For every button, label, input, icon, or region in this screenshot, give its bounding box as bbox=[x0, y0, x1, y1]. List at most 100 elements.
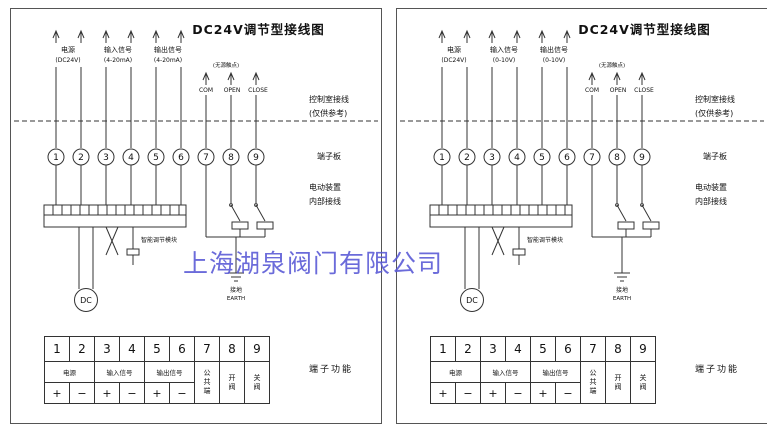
table-number-cell: 9 bbox=[244, 336, 270, 362]
table-close-cell: 关 阀 bbox=[244, 361, 270, 404]
table-row-functions: 电源 输入信号 输出信号 公 共 端 开 阀 关 阀 bbox=[430, 361, 656, 404]
device-note: 电动装置 内部接线 bbox=[695, 181, 727, 208]
table-number-cell: 3 bbox=[480, 336, 506, 362]
control-room-line1: 控制室接线 bbox=[695, 95, 735, 104]
terminal-number: 3 bbox=[489, 153, 495, 163]
table-power-cell: 电源 bbox=[430, 361, 481, 383]
earth-cn-label: 接地 bbox=[230, 286, 242, 294]
table-row-numbers: 1 2 3 4 5 6 7 8 9 bbox=[44, 336, 270, 362]
table-close-cell: 关 阀 bbox=[630, 361, 656, 404]
table-number-cell: 7 bbox=[580, 336, 606, 362]
table-row-polarity: + − + − + − bbox=[44, 382, 270, 404]
feedback-wires bbox=[491, 226, 526, 265]
table-number-cell: 2 bbox=[455, 336, 481, 362]
table-number-cell: 5 bbox=[144, 336, 170, 362]
table-polarity-cell: + bbox=[480, 382, 506, 404]
wiring-diagram: 电源 (DC24V) 输入信号 (0-10V) 输出信号 (0-10V) (无源… bbox=[400, 29, 764, 312]
power-label: 电源 bbox=[61, 45, 75, 54]
limit-switches bbox=[205, 165, 274, 238]
input-signal-label: 输入信号 bbox=[104, 45, 132, 54]
terminal-number: 4 bbox=[128, 153, 134, 163]
terminal-number: 2 bbox=[464, 153, 470, 163]
table-number-cell: 7 bbox=[194, 336, 220, 362]
input-range-label: (4-20mA) bbox=[104, 57, 132, 64]
input-signal-label: 输入信号 bbox=[490, 45, 518, 54]
dc-label: DC bbox=[80, 296, 92, 305]
control-module bbox=[43, 204, 187, 228]
table-output-cell: 输出信号 bbox=[144, 361, 195, 383]
table-open-cell: 开 阀 bbox=[605, 361, 631, 404]
table-number-cell: 1 bbox=[430, 336, 456, 362]
control-room-wires bbox=[55, 67, 257, 148]
terminal-number: 1 bbox=[439, 153, 445, 163]
table-number-cell: 5 bbox=[530, 336, 556, 362]
table-number-cell: 8 bbox=[605, 336, 631, 362]
table-power-cell: 电源 bbox=[44, 361, 95, 383]
table-polarity-cell: − bbox=[505, 382, 531, 404]
ground-symbol bbox=[228, 237, 244, 282]
control-room-line2: (仅供参考) bbox=[695, 108, 734, 118]
control-room-line1: 控制室接线 bbox=[309, 95, 349, 104]
table-number-cell: 4 bbox=[505, 336, 531, 362]
page-title: DC24V调节型接线图 bbox=[192, 22, 325, 37]
dc-label: DC bbox=[466, 296, 478, 305]
terminal-number: 7 bbox=[589, 153, 595, 163]
terminal-number: 5 bbox=[539, 153, 545, 163]
table-polarity-cell: − bbox=[169, 382, 195, 404]
output-range-label: (0-10V) bbox=[543, 57, 565, 64]
device-note: 电动装置 内部接线 bbox=[309, 181, 341, 208]
up-arrow-icons bbox=[438, 29, 646, 85]
table-number-cell: 1 bbox=[44, 336, 70, 362]
ground-symbol bbox=[614, 237, 630, 282]
earth-cn-label: 接地 bbox=[616, 286, 628, 294]
table-number-cell: 8 bbox=[219, 336, 245, 362]
table-number-cell: 6 bbox=[555, 336, 581, 362]
table-polarity-cell: + bbox=[430, 382, 456, 404]
table-polarity-cell: + bbox=[144, 382, 170, 404]
terminal-board-label: 端子板 bbox=[317, 152, 341, 161]
table-input-cell: 输入信号 bbox=[480, 361, 531, 383]
table-number-cell: 6 bbox=[169, 336, 195, 362]
terminal-number: 9 bbox=[639, 153, 645, 163]
earth-en-label: EARTH bbox=[227, 296, 245, 302]
feedback-wires bbox=[105, 226, 140, 265]
panel-right: 电源 (DC24V) 输入信号 (0-10V) 输出信号 (0-10V) (无源… bbox=[396, 8, 767, 424]
input-range-label: (0-10V) bbox=[493, 57, 515, 64]
earth-en-label: EARTH bbox=[613, 296, 631, 302]
limit-switches bbox=[591, 165, 660, 238]
page-title: DC24V调节型接线图 bbox=[578, 22, 711, 37]
power-label: 电源 bbox=[447, 45, 461, 54]
table-number-cell: 4 bbox=[119, 336, 145, 362]
table-polarity-cell: + bbox=[94, 382, 120, 404]
module-label: 智能调节模块 bbox=[141, 236, 177, 244]
power-range-label: (DC24V) bbox=[55, 57, 80, 64]
up-arrow-icons bbox=[52, 29, 260, 85]
dc-motor: DC bbox=[74, 227, 98, 312]
terminal-number: 4 bbox=[514, 153, 520, 163]
terminal-board-label: 端子板 bbox=[703, 152, 727, 161]
terminal-number: 8 bbox=[614, 153, 620, 163]
control-room-note: 控制室接线 (仅供参考) bbox=[309, 93, 349, 120]
close-label: CLOSE bbox=[634, 87, 654, 94]
wiring-diagram: 电源 (DC24V) 输入信号 (4-20mA) 输出信号 (4-20mA) (… bbox=[14, 29, 378, 312]
terminal-function-table: 1 2 3 4 5 6 7 8 9 电源 输入信号 输出信号 公 共 端 开 阀… bbox=[44, 336, 270, 404]
terminal-function-table: 1 2 3 4 5 6 7 8 9 电源 输入信号 输出信号 公 共 端 开 阀… bbox=[430, 336, 656, 404]
terminal-number: 9 bbox=[253, 153, 259, 163]
table-number-cell: 2 bbox=[69, 336, 95, 362]
open-label: OPEN bbox=[224, 87, 241, 94]
table-polarity-cell: + bbox=[44, 382, 70, 404]
terminal-number: 8 bbox=[228, 153, 234, 163]
internal-wires bbox=[441, 165, 568, 205]
table-polarity-cell: − bbox=[119, 382, 145, 404]
table-polarity-cell: − bbox=[555, 382, 581, 404]
table-number-cell: 9 bbox=[630, 336, 656, 362]
table-polarity-cell: − bbox=[69, 382, 95, 404]
module-label: 智能调节模块 bbox=[527, 236, 563, 244]
output-signal-label: 输出信号 bbox=[540, 45, 568, 54]
table-number-cell: 3 bbox=[94, 336, 120, 362]
dc-motor: DC bbox=[460, 227, 484, 312]
device-line1: 电动装置 bbox=[309, 183, 341, 192]
terminal-function-caption: 端子功能 bbox=[695, 365, 740, 375]
internal-wires bbox=[55, 165, 182, 205]
table-common-cell: 公 共 端 bbox=[580, 361, 606, 404]
